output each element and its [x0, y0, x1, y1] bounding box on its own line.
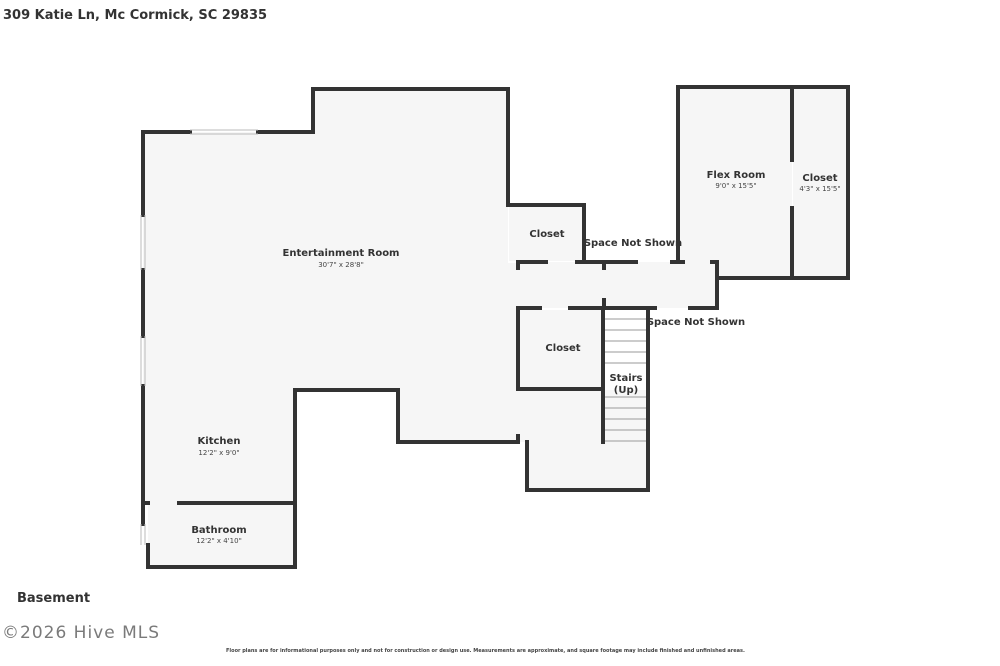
entertainment-room-dims: 30'7" x 28'8": [318, 261, 364, 269]
kitchen-dims: 12'2" x 9'0": [198, 449, 239, 457]
windows: [140, 129, 258, 545]
wall-north-left: [256, 87, 510, 207]
entertainment-room-label: Entertainment Room: [283, 248, 400, 259]
space-labels: Space Not Shown Space Not Shown: [584, 238, 745, 328]
mls-watermark: ©2026 Hive MLS: [2, 623, 161, 643]
bathroom-dims: 12'2" x 4'10": [196, 537, 242, 545]
wall-hall-east: [688, 260, 719, 310]
stairs-direction-label: (Up): [614, 385, 638, 396]
flex-closet-dims: 4'3" x 15'5": [799, 185, 840, 193]
floor-name: Basement: [17, 591, 91, 606]
flex-closet-label: Closet: [802, 173, 837, 184]
wall-bath-south: [146, 501, 297, 569]
space-not-shown-upper: Space Not Shown: [584, 238, 682, 249]
flex-room-floor-fill: [678, 88, 792, 278]
walls: [141, 85, 850, 569]
wall-flex-west: [676, 85, 850, 280]
main-floor-fill: [143, 89, 648, 503]
stairs-label: Stairs: [609, 373, 642, 384]
closet-mid-floor-fill: [519, 310, 603, 389]
wall-kitchen-east: [293, 388, 520, 505]
bathroom-label: Bathroom: [191, 525, 246, 536]
floor-fills: [143, 88, 848, 567]
flex-room-dims: 9'0" x 15'5": [715, 182, 756, 190]
wall-west-top: [141, 130, 192, 217]
wall-south-stairs: [525, 308, 650, 492]
closet-top-floor-fill: [509, 205, 584, 261]
closet-mid-label: Closet: [545, 343, 580, 354]
room-labels: Entertainment Room 30'7" x 28'8" Kitchen…: [191, 170, 840, 545]
bathroom-floor-fill: [148, 503, 295, 567]
wall-closet-top: [506, 203, 586, 264]
flex-room-label: Flex Room: [707, 170, 766, 181]
property-address: 309 Katie Ln, Mc Cormick, SC 29835: [3, 8, 268, 23]
disclaimer-text: Floor plans are for informational purpos…: [226, 648, 745, 654]
closet-top-label: Closet: [529, 229, 564, 240]
stairs-treads: [605, 318, 646, 442]
wall-closet-mid: [516, 306, 605, 391]
space-not-shown-lower: Space Not Shown: [647, 317, 745, 328]
flex-closet-floor-fill: [793, 88, 848, 278]
kitchen-label: Kitchen: [198, 436, 241, 447]
